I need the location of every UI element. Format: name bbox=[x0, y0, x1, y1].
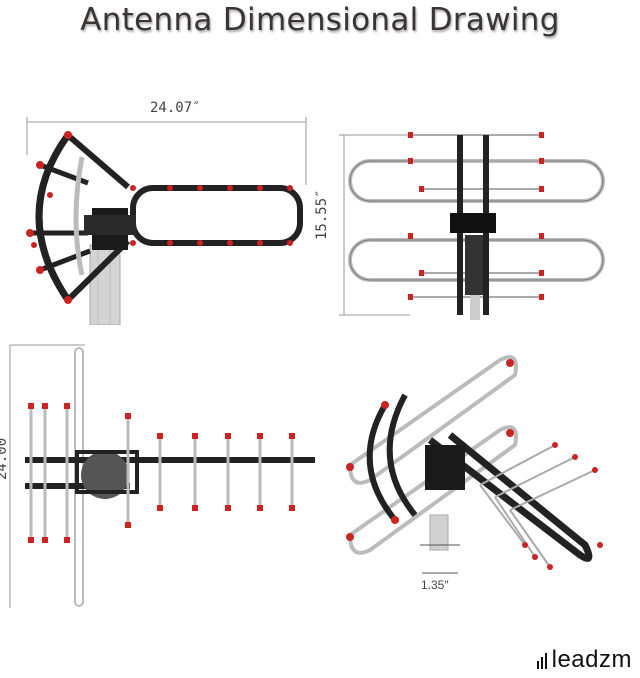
side-view-drawing bbox=[9, 344, 315, 608]
top-view-drawing bbox=[26, 117, 307, 325]
mast-dimension-label: 1.35″ bbox=[421, 578, 449, 592]
isometric-view-drawing bbox=[346, 355, 603, 574]
brand-logo: leadzm bbox=[536, 646, 632, 674]
height-dimension-label: 15.55″ bbox=[314, 189, 330, 240]
width-dimension-label: 24.07″ bbox=[150, 100, 201, 116]
bars-logo-icon bbox=[536, 651, 547, 669]
page-title: Antenna Dimensional Drawing bbox=[80, 2, 560, 38]
side-dimension-label: 24.00″ bbox=[0, 429, 10, 480]
brand-name: leadzm bbox=[551, 646, 632, 673]
front-view-drawing bbox=[339, 132, 605, 320]
